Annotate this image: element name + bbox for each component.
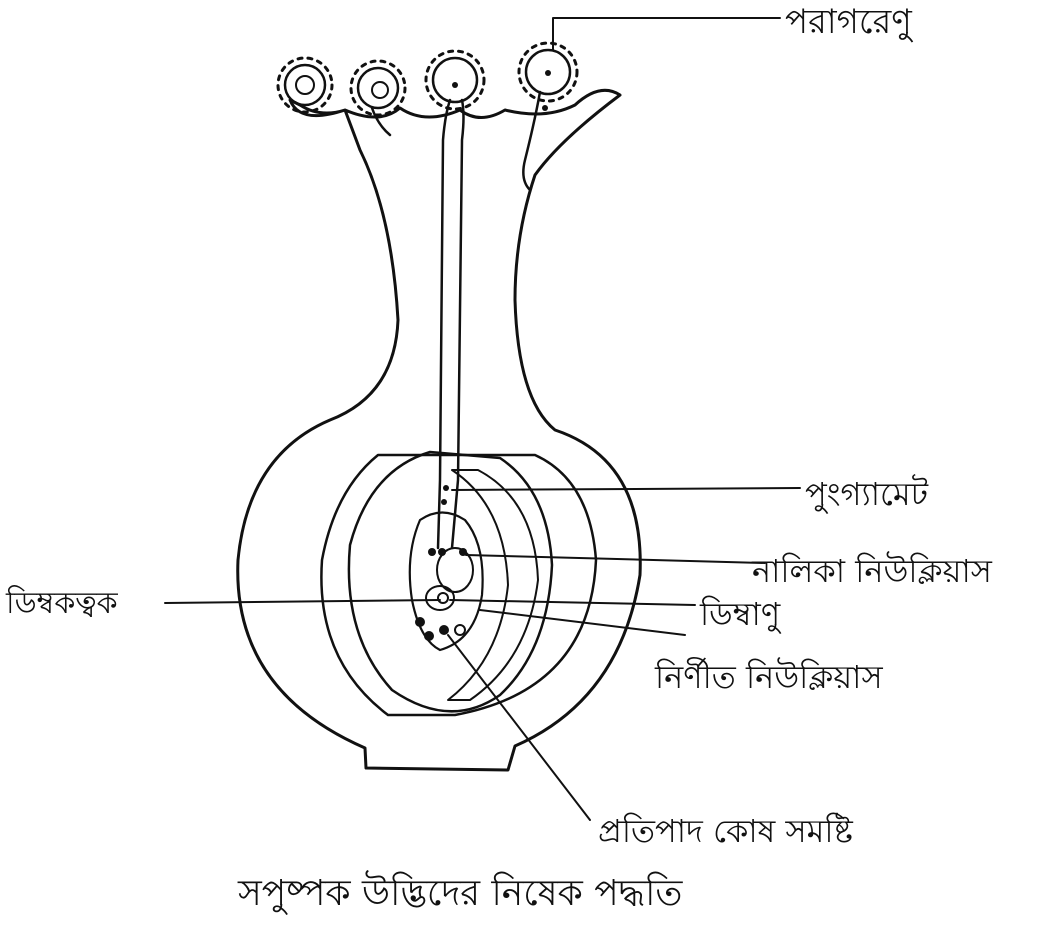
label-pollen: পরাগরেণু <box>785 2 914 42</box>
diagram-caption: সপুষ্পক উদ্ভিদের নিষেক পদ্ধতি <box>237 870 683 915</box>
leader-tube-nucleus <box>466 555 765 563</box>
label-secondary-nucleus: নির্ণীত নিউক্লিয়াস <box>654 657 883 696</box>
pollen-grain-germinating <box>426 51 484 109</box>
label-egg-cell: ডিম্বাণু <box>699 595 782 634</box>
label-tube-nucleus: নালিকা নিউক্লিয়াস <box>751 551 993 590</box>
tube-nucleus-mark <box>428 548 436 556</box>
label-integument: ডিম্বকত্বক <box>5 585 119 621</box>
nuclei <box>415 548 467 641</box>
leader-lines <box>165 18 800 820</box>
egg-nucleus-mark <box>438 593 448 603</box>
label-antipodal: প্রতিপাদ কোষ সমষ্টি <box>598 812 854 850</box>
pollen-grain <box>278 58 332 112</box>
leader-integument <box>165 600 440 603</box>
leader-antipodal <box>448 635 590 820</box>
pollen-grain-germinating <box>519 43 577 190</box>
leader-pollen <box>553 18 780 50</box>
male-gamete-mark <box>443 485 449 491</box>
label-male-gamete: পুংগ্যামেট <box>805 474 929 514</box>
pollen-grain <box>351 61 405 135</box>
pollen-tube <box>438 100 464 548</box>
pistil-wall <box>238 90 641 770</box>
leader-egg-cell <box>450 600 695 605</box>
leader-secondary-nucleus <box>480 610 685 635</box>
ovule <box>349 452 552 711</box>
antipodal-mark <box>415 617 425 627</box>
